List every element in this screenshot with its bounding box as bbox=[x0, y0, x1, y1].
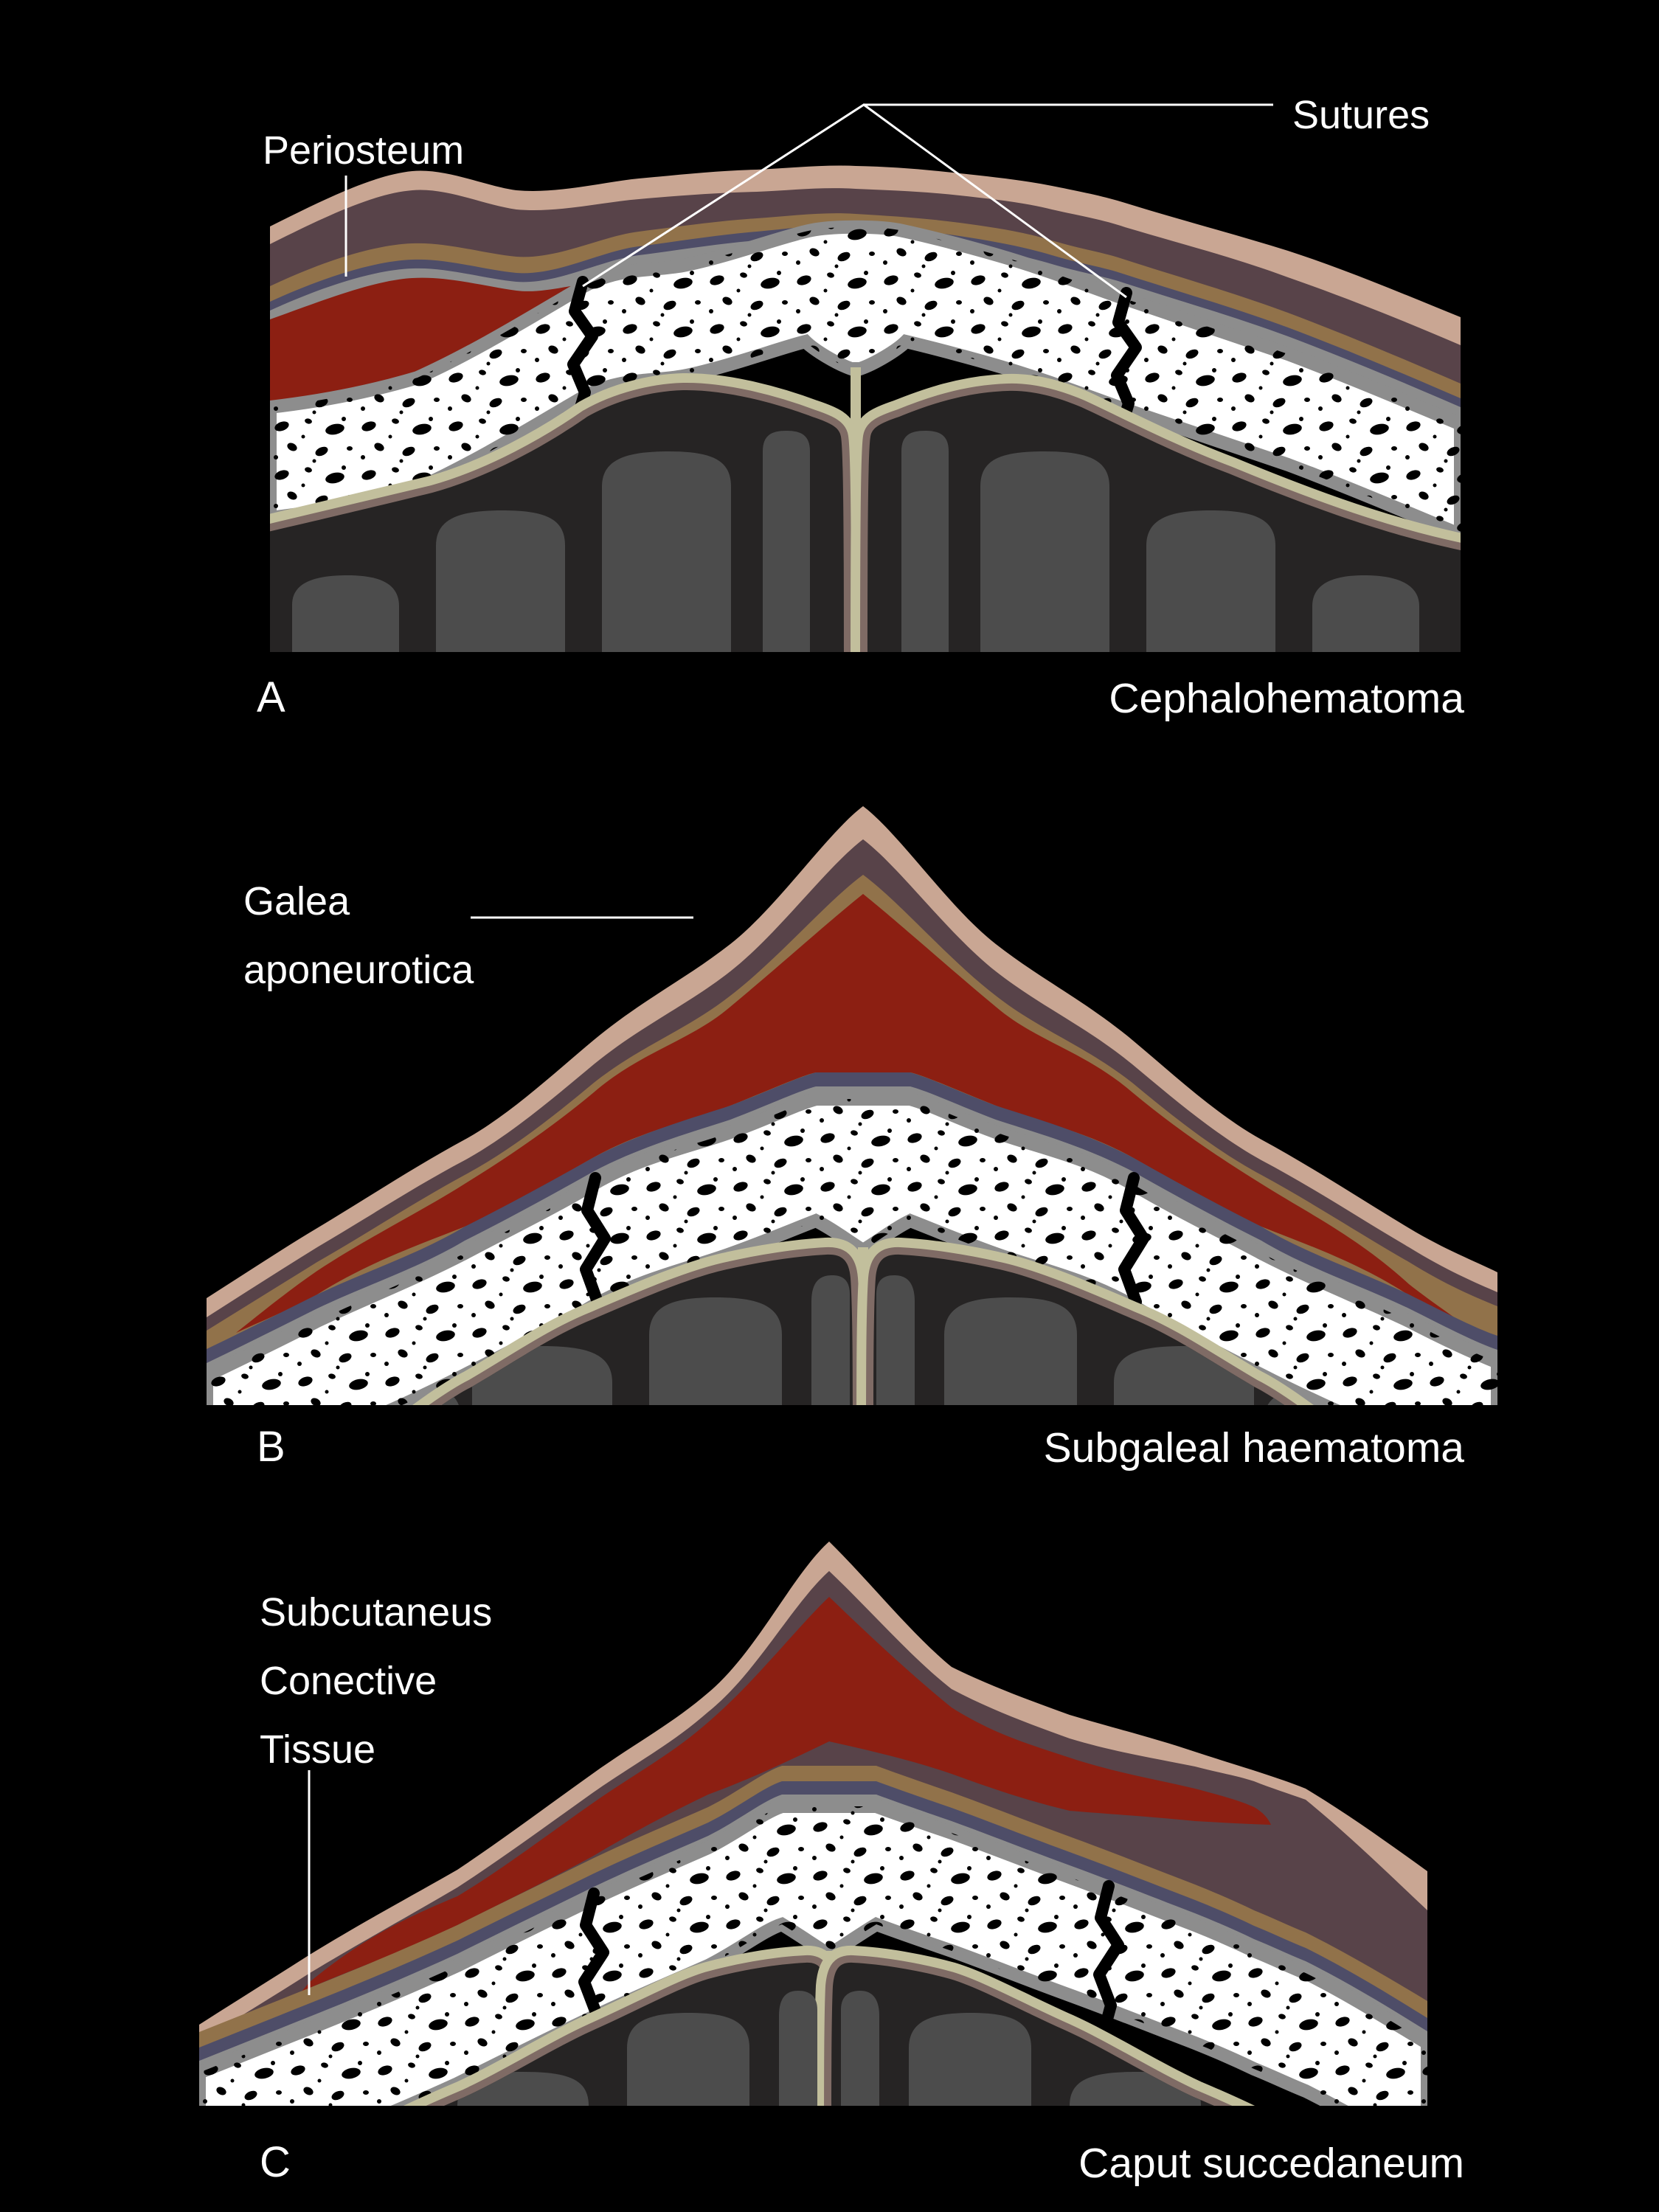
panel-title-b: Subgaleal haematoma bbox=[1043, 1424, 1464, 1471]
diagram-caput-succedaneum bbox=[199, 1542, 1427, 2106]
suture-right bbox=[1093, 1880, 1124, 2028]
suture-left bbox=[567, 276, 598, 413]
panel-letter-c: C bbox=[260, 2138, 291, 2186]
hematoma-cephalohematoma bbox=[270, 277, 581, 407]
label-galea-line2: aponeurotica bbox=[243, 948, 474, 992]
label-sct-line1: Subcutaneus bbox=[260, 1590, 493, 1634]
label-sct-line2: Conective bbox=[260, 1659, 437, 1703]
hematoma-subgaleal bbox=[236, 894, 1472, 1333]
gyri-left bbox=[339, 1991, 817, 2106]
panel-title-c: Caput succedaneum bbox=[1078, 2140, 1464, 2187]
label-sct-line3: Tissue bbox=[260, 1727, 376, 1772]
panel-letter-a: A bbox=[257, 673, 285, 721]
diagram-subgaleal-haematoma bbox=[207, 806, 1497, 1405]
panel-title-a: Cephalohematoma bbox=[1109, 675, 1464, 722]
label-subcutaneous-connective-tissue: Subcutaneus Conective Tissue bbox=[260, 1578, 492, 1784]
diagram-cephalohematoma bbox=[270, 103, 1461, 652]
gyri-right bbox=[901, 431, 1419, 652]
label-sutures: Sutures bbox=[1292, 93, 1430, 137]
label-galea-aponeurotica: Galea aponeurotica bbox=[243, 867, 474, 1005]
gyri-right bbox=[841, 1991, 1201, 2106]
hematoma-caput-succedaneum bbox=[266, 1597, 1271, 2039]
gyri-left bbox=[292, 431, 810, 652]
label-periosteum: Periosteum bbox=[263, 128, 465, 173]
suture-right bbox=[1111, 287, 1142, 424]
sutures-leader-lines bbox=[582, 103, 1273, 299]
label-galea-line1: Galea bbox=[243, 879, 350, 923]
panel-letter-b: B bbox=[257, 1423, 285, 1471]
